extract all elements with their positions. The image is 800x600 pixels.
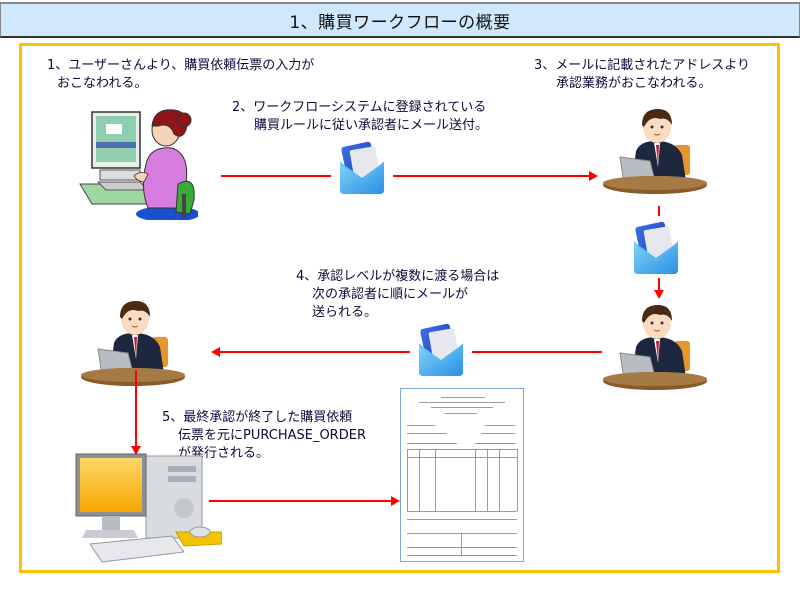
step-2-line-2: 購買ルールに従い承認者にメール送付。 [254,118,489,133]
step-1-note: 1、ユーザーさんより、購買依頼伝票の入力が おこなわれる。 [47,57,314,93]
businessman-at-laptop-icon [600,300,710,392]
mail-envelope-icon [413,322,469,378]
step-5-line-2: 伝票を元にPURCHASE_ORDER [178,428,366,443]
workflow-frame [19,43,780,573]
step-1-line-1: 1、ユーザーさんより、購買依頼伝票の入力が [47,58,315,73]
flow-arrow-approver-1-to-mail [658,206,660,216]
step-4-line-1: 4、承認レベルが複数に渡る場合は [296,269,500,284]
step-2-note: 2、ワークフローシステムに登録されている 購買ルールに従い承認者にメール送付。 [232,99,488,135]
page-title-text: 1、購買ワークフローの概要 [289,12,511,33]
step-3-note: 3、メールに記載されたアドレスより 承認業務がおこなわれる。 [534,57,750,93]
mail-envelope-icon [334,140,390,196]
woman-at-computer-icon [79,109,198,220]
arrow-head-left [211,347,220,357]
step-5-note: 5、最終承認が終了した購買依頼 伝票を元にPURCHASE_ORDER が発行さ… [162,409,366,463]
page-title: 1、購買ワークフローの概要 [0,2,800,38]
step-4-line-3: 送られる。 [312,305,378,320]
arrow-head-right [589,171,598,181]
flow-arrow-requester-to-mail [221,175,331,177]
purchase-order-document-icon [400,388,524,562]
flow-arrow-mail-to-approver-2 [658,278,660,290]
arrow-head-down [654,290,664,299]
businessman-at-laptop-icon [78,296,188,388]
step-4-note: 4、承認レベルが複数に渡る場合は 次の承認者に順にメールが 送られる。 [296,268,499,322]
flow-arrow-mail-to-final-approver [220,351,410,353]
step-3-line-2: 承認業務がおこなわれる。 [556,76,712,91]
flow-arrow-desktop-to-purchase-order [209,500,393,502]
step-3-line-1: 3、メールに記載されたアドレスより [534,58,751,73]
step-2-line-1: 2、ワークフローシステムに登録されている [232,100,487,115]
step-5-line-1: 5、最終承認が終了した購買依頼 [162,410,353,425]
mail-envelope-icon [628,220,684,276]
flow-arrow-approver-2-to-mail [472,351,602,353]
step-1-line-2: おこなわれる。 [57,76,148,91]
arrow-head-down [131,446,141,455]
arrow-head-right [391,496,400,506]
flow-arrow-final-approver-to-desktop [135,370,137,448]
flow-arrow-mail-to-approver-1 [393,175,589,177]
desktop-computer-icon [75,453,222,563]
businessman-at-laptop-icon [600,104,710,196]
step-4-line-2: 次の承認者に順にメールが [312,287,469,302]
